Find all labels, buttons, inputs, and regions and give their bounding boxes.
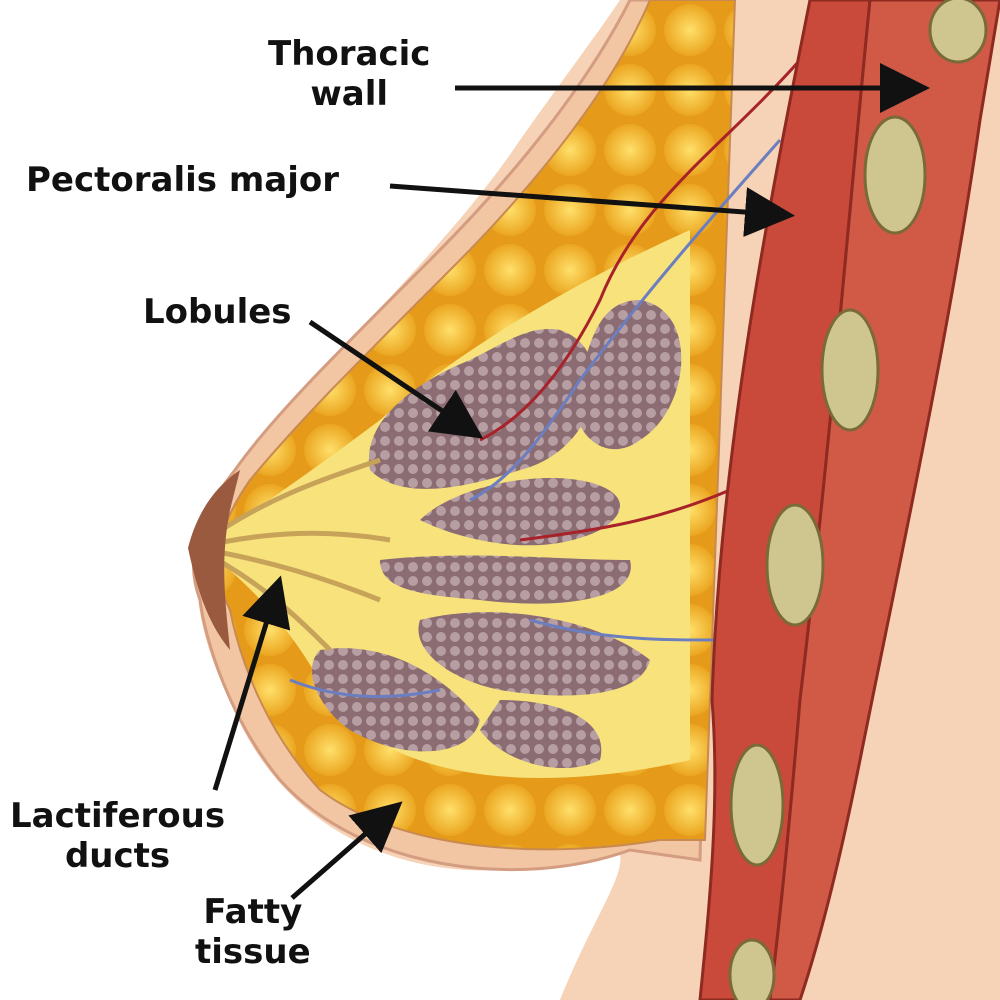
label-line: Thoracic bbox=[268, 34, 431, 74]
ribs bbox=[728, 0, 988, 1000]
arrow-lobules bbox=[308, 319, 484, 439]
label-pectoralis-major: Pectoralis major bbox=[26, 160, 339, 200]
label-line: Fatty bbox=[203, 892, 303, 932]
leader-arrows bbox=[212, 63, 930, 900]
arrow-pectoralis-major bbox=[389, 183, 795, 238]
label-thoracic-wall: Thoracic wall bbox=[268, 34, 430, 114]
label-line: tissue bbox=[195, 932, 311, 972]
label-line: wall bbox=[310, 74, 389, 114]
label-fatty-tissue: Fatty tissue bbox=[195, 892, 311, 972]
lobules bbox=[311, 300, 682, 769]
label-line: ducts bbox=[64, 836, 171, 876]
label-line: Lactiferous bbox=[10, 796, 226, 836]
arrow-fatty-tissue bbox=[290, 801, 403, 900]
nipple bbox=[188, 470, 240, 650]
label-lactiferous-ducts: Lactiferous ducts bbox=[10, 796, 225, 876]
arrow-lactiferous-ducts bbox=[212, 575, 291, 791]
label-lobules: Lobules bbox=[143, 292, 292, 332]
